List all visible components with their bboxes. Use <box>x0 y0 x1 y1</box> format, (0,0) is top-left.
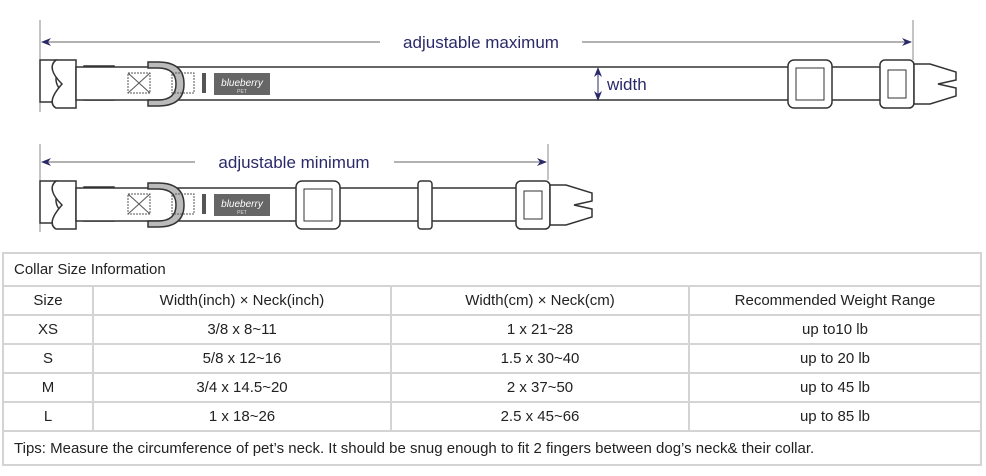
collar-diagram: blueberry PET adjustable maximum width a… <box>39 20 957 232</box>
cell: up to10 lb <box>688 314 982 345</box>
cell: 3/4 x 14.5~20 <box>92 372 392 403</box>
cell: M <box>2 372 94 403</box>
adjustable-minimum-label: adjustable minimum <box>218 153 369 172</box>
collar-max <box>39 59 880 109</box>
header-inch: Width(inch) × Neck(inch) <box>92 285 392 316</box>
cell: 3/8 x 8~11 <box>92 314 392 345</box>
collar-min <box>39 180 593 230</box>
size-table: Collar Size Information Size Width(inch)… <box>2 252 982 466</box>
cell: up to 45 lb <box>688 372 982 403</box>
table-header-row: Size Width(inch) × Neck(inch) Width(cm) … <box>2 285 982 316</box>
cell: up to 20 lb <box>688 343 982 374</box>
cell: up to 85 lb <box>688 401 982 432</box>
cell: 2 x 37~50 <box>390 372 690 403</box>
tips-text: Tips: Measure the circumference of pet’s… <box>2 430 982 466</box>
header-size: Size <box>2 285 94 316</box>
table-title: Collar Size Information <box>2 252 982 287</box>
header-cm: Width(cm) × Neck(cm) <box>390 285 690 316</box>
cell: S <box>2 343 94 374</box>
width-label: width <box>606 75 647 94</box>
cell: L <box>2 401 94 432</box>
cell: 1 x 21~28 <box>390 314 690 345</box>
cell: 1 x 18~26 <box>92 401 392 432</box>
cell: 5/8 x 12~16 <box>92 343 392 374</box>
header-weight: Recommended Weight Range <box>688 285 982 316</box>
cell: 1.5 x 30~40 <box>390 343 690 374</box>
cell: XS <box>2 314 94 345</box>
cell: 2.5 x 45~66 <box>390 401 690 432</box>
adjustable-maximum-label: adjustable maximum <box>403 33 559 52</box>
